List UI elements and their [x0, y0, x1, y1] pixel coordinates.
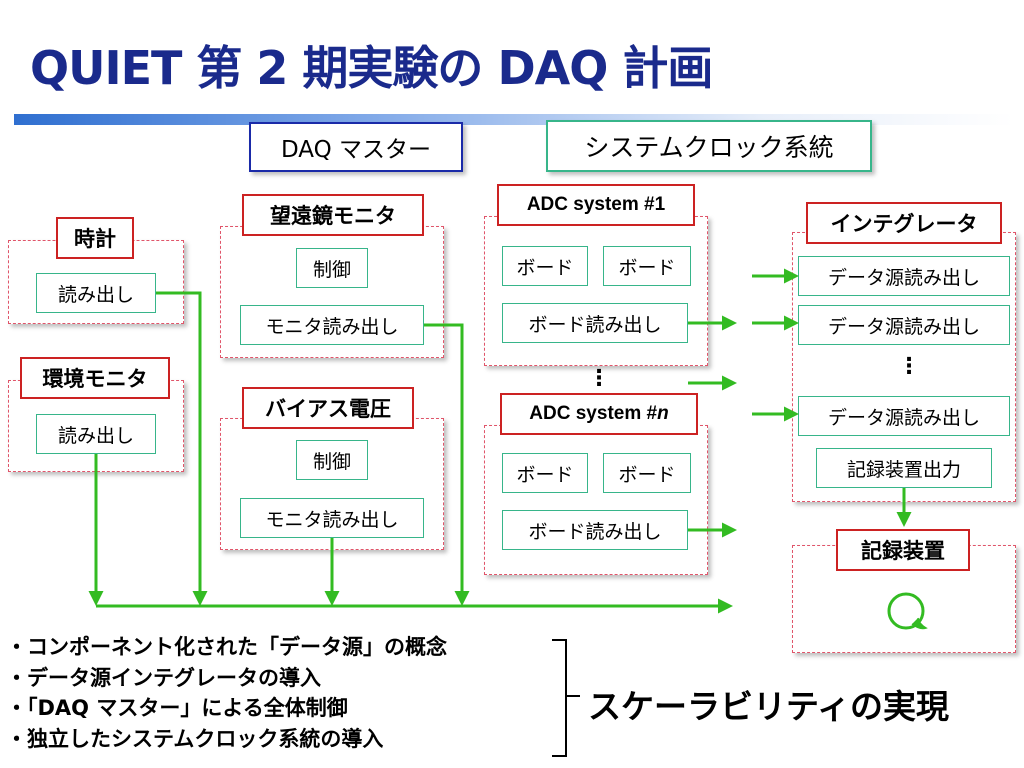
telescope-monitor-label: 望遠鏡モニタ: [242, 194, 424, 236]
title-underline-bar: [14, 114, 1014, 125]
integrator-label: インテグレータ: [806, 202, 1002, 244]
bracket-brace: [552, 639, 580, 757]
integrator-ellipsis: ⋮: [898, 354, 920, 379]
env-monitor-readout: 読み出し: [36, 414, 156, 454]
recorder-label: 記録装置: [836, 529, 970, 571]
integrator-source-readout-2: データ源読み出し: [798, 305, 1010, 345]
bias-control: 制御: [296, 440, 368, 480]
adc1-board-readout: ボード読み出し: [502, 303, 688, 343]
telescope-control: 制御: [296, 248, 368, 288]
storage-disk-icon: [887, 592, 928, 630]
adc-system-n-label: ADC system #n: [500, 393, 698, 435]
adc1-board-1: ボード: [502, 246, 588, 286]
bullet-item: ・コンポーネント化された「データ源」の概念: [6, 635, 447, 659]
bullet-item: ・「DAQ マスター」による全体制御: [6, 696, 348, 720]
adc-system-1-label: ADC system #1: [497, 184, 695, 226]
bullet-item: ・独立したシステムクロック系統の導入: [6, 726, 384, 751]
integrator-source-readout-3: データ源読み出し: [798, 396, 1010, 436]
adc-system-n-label-text: ADC system #: [529, 403, 658, 424]
bullet-item: ・データ源インテグレータの導入: [6, 665, 321, 690]
recorder-output: 記録装置出力: [816, 448, 992, 488]
clock-label: 時計: [56, 217, 134, 259]
adc-system-n-index: n: [657, 403, 669, 424]
env-monitor-label: 環境モニタ: [20, 357, 170, 399]
adcn-board-2: ボード: [603, 453, 691, 493]
telescope-monitor-readout: モニタ読み出し: [240, 305, 424, 345]
telescope-to-bus-arrow: [424, 323, 470, 606]
adc1-board-2: ボード: [603, 246, 691, 286]
clock-to-bus-arrow: [156, 291, 208, 606]
bias-voltage-label: バイアス電圧: [242, 387, 414, 429]
daq-master-box: DAQ マスター: [249, 122, 463, 172]
adcn-board-1: ボード: [502, 453, 588, 493]
scalability-result: スケーラビリティの実現: [588, 687, 950, 726]
page-title: QUIET 第 2 期実験の DAQ 計画: [30, 41, 713, 95]
system-clock-box: システムクロック系統: [546, 120, 872, 172]
integrator-source-readout-1: データ源読み出し: [798, 256, 1010, 296]
adcn-board-readout: ボード読み出し: [502, 510, 688, 550]
clock-readout: 読み出し: [36, 273, 156, 313]
bullet-list: ・コンポーネント化された「データ源」の概念 ・データ源インテグレータの導入 ・「…: [6, 632, 447, 754]
adc-ellipsis: ⋮: [588, 366, 610, 391]
bias-monitor-readout: モニタ読み出し: [240, 498, 424, 538]
